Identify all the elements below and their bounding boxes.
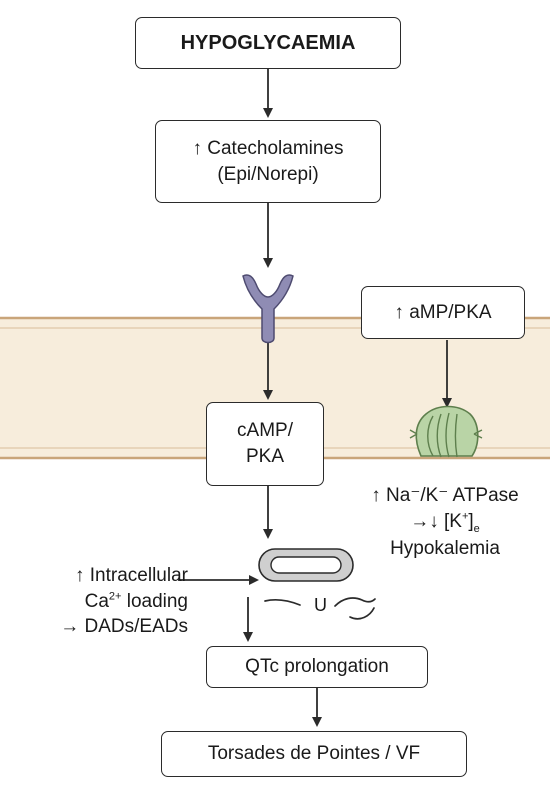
calcium-label-group: ↑ Intracellular Ca2+ loading → DADs/EADs bbox=[12, 563, 188, 640]
catecholamines-label: ↑ Catecholamines bbox=[192, 137, 344, 159]
amp-pka-box: ↑ aMP/PKA bbox=[361, 286, 525, 339]
receptor-icon bbox=[242, 274, 294, 344]
camp-label: cAMP/ bbox=[237, 420, 293, 442]
atpase-label: ↑ Na⁻/K⁻ ATPase bbox=[371, 485, 519, 506]
catecholamines-sub-label: (Epi/Norepi) bbox=[217, 163, 319, 185]
torsades-label: Torsades de Pointes / VF bbox=[207, 743, 421, 765]
camp-pka-box: cAMP/ PKA bbox=[206, 402, 324, 486]
flow-arrows bbox=[178, 68, 452, 727]
pka-label: PKA bbox=[245, 446, 285, 467]
hypokalemia-label: Hypokalemia bbox=[390, 538, 500, 560]
qtc-box: QTc prolongation bbox=[206, 646, 428, 688]
calcium-loading-label: Ca2+ loading bbox=[84, 590, 188, 612]
ecg-squiggle-icon bbox=[264, 597, 376, 620]
dads-eads-label: → DADs/EADs bbox=[60, 616, 188, 638]
amp-pka-label: ↑ aMP/PKA bbox=[394, 301, 492, 323]
ion-pump-icon bbox=[409, 405, 483, 458]
catecholamines-box: ↑ Catecholamines (Epi/Norepi) bbox=[155, 120, 381, 203]
torsades-box: Torsades de Pointes / VF bbox=[161, 731, 467, 777]
potassium-label: →↓ [K+]e bbox=[410, 510, 480, 535]
qtc-label: QTc prolongation bbox=[245, 656, 389, 678]
atpase-label-group: ↑ Na⁻/K⁻ ATPase →↓ [K+]e Hypokalemia bbox=[350, 483, 540, 562]
hypoglycaemia-box: HYPOGLYCAEMIA bbox=[135, 17, 401, 69]
hypoglycaemia-label: HYPOGLYCAEMIA bbox=[180, 31, 356, 54]
ecg-u-wave-label: U bbox=[314, 595, 327, 615]
intracellular-label: ↑ Intracellular bbox=[75, 565, 188, 586]
sarcoplasmic-reticulum-icon bbox=[258, 548, 354, 582]
